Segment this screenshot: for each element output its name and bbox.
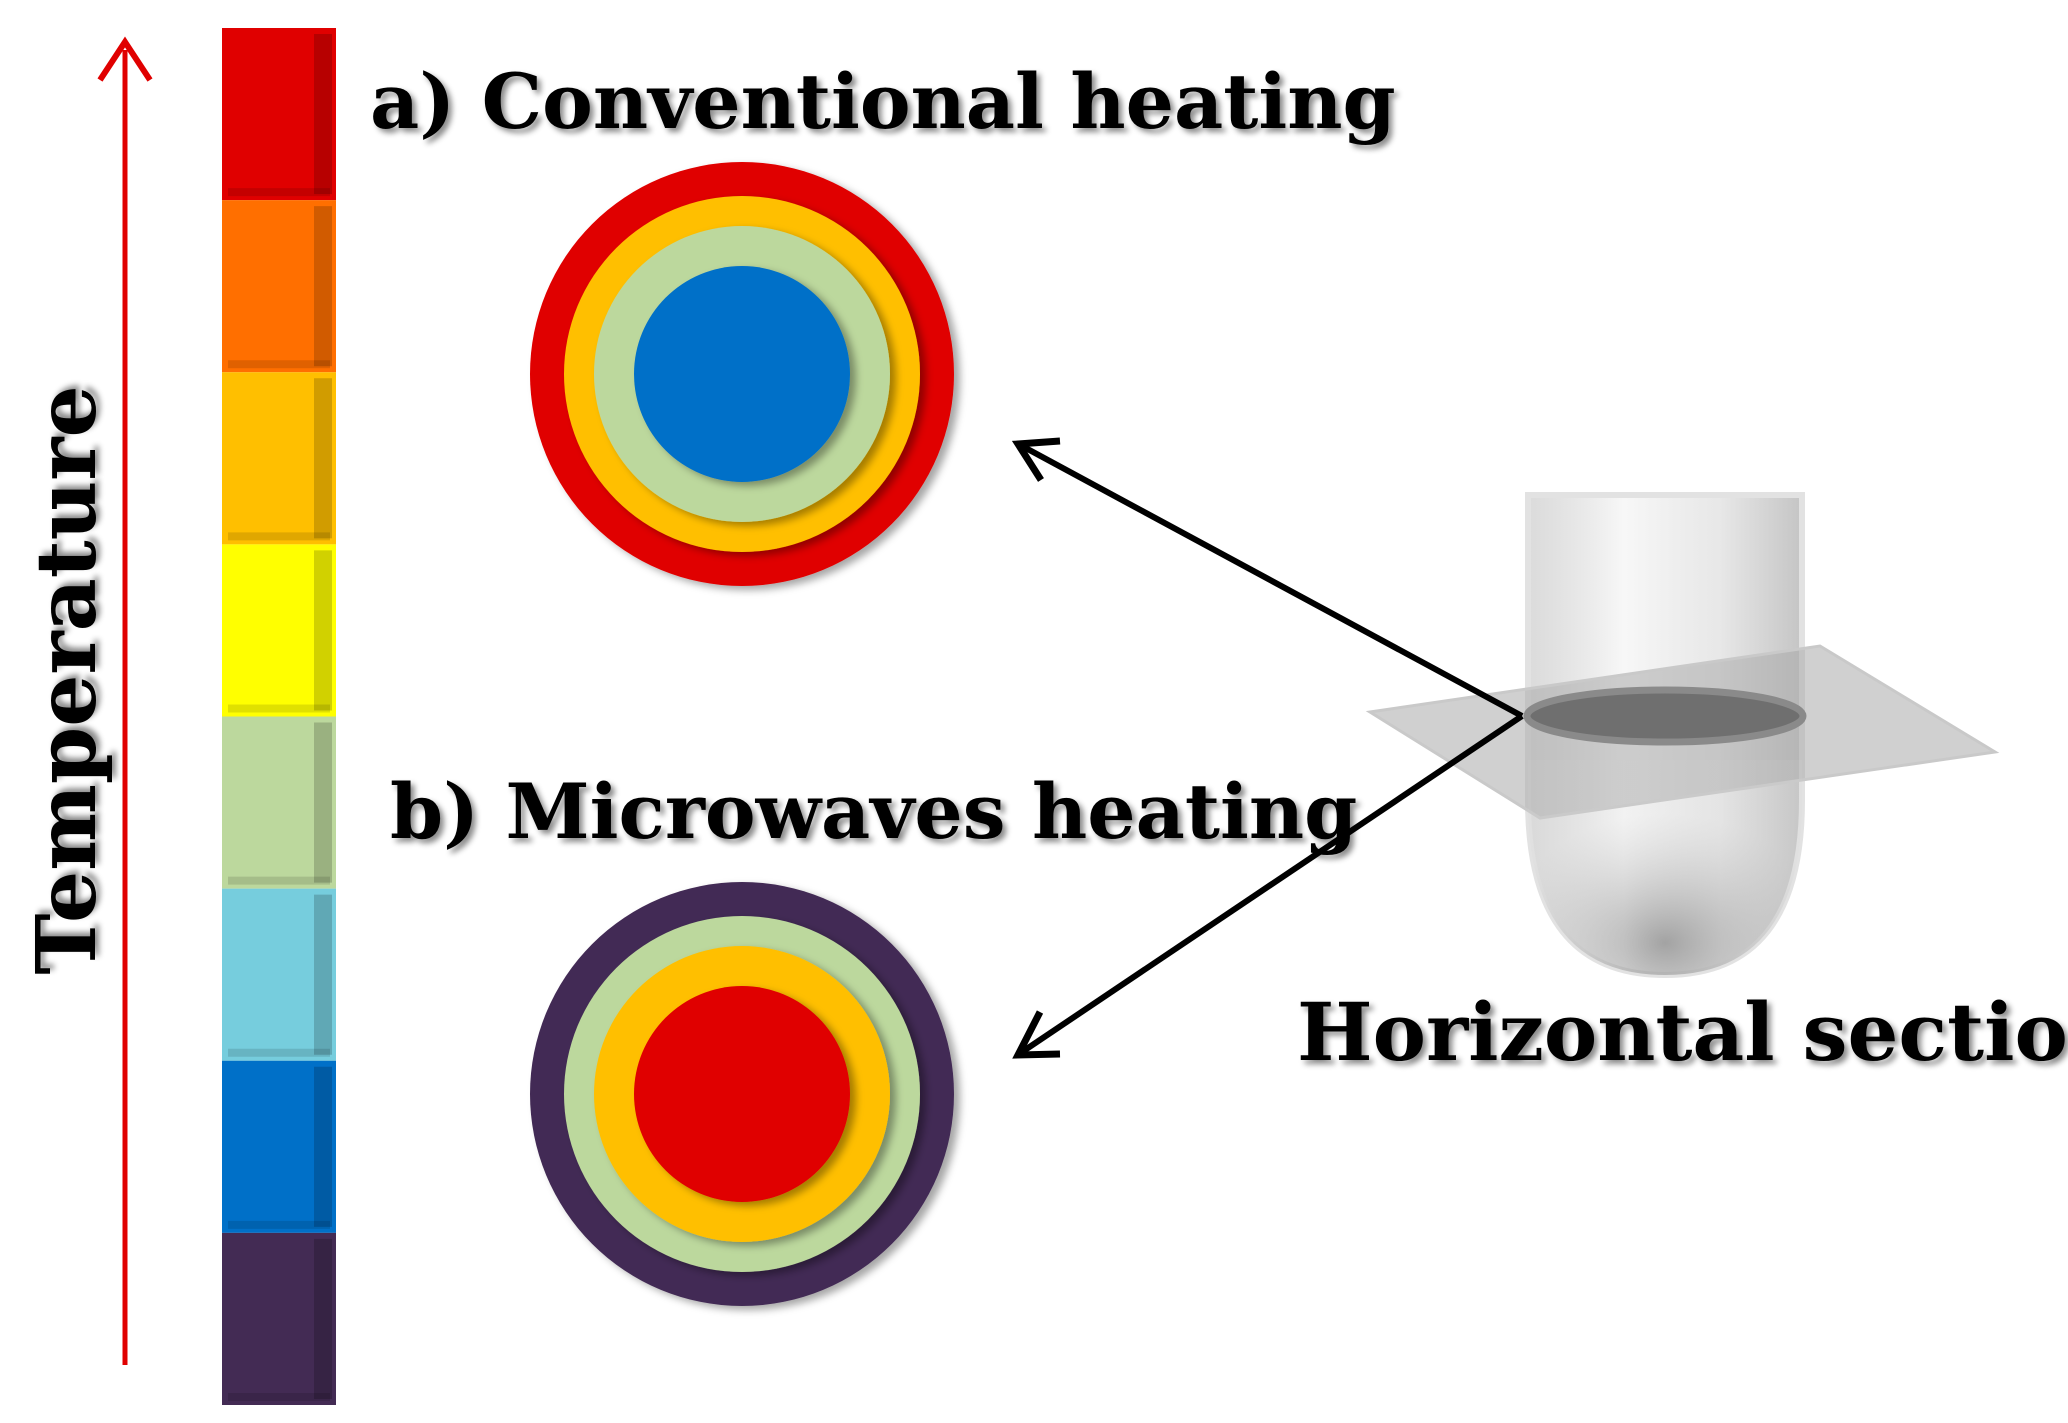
color-scale-segment xyxy=(222,544,336,717)
color-scale-segment-bevel xyxy=(228,188,330,197)
color-scale-segment xyxy=(222,1060,336,1233)
section-ellipse xyxy=(1523,686,1807,746)
color-scale-segment-bevel xyxy=(228,1048,330,1057)
color-scale-segment-bevel xyxy=(228,704,330,713)
heating-ring xyxy=(634,266,850,482)
color-scale-segment xyxy=(222,716,336,889)
temperature-color-scale xyxy=(222,28,336,1405)
color-scale-segment xyxy=(222,200,336,373)
color-scale-segment xyxy=(222,888,336,1061)
conventional-heating-rings xyxy=(530,162,954,586)
horizontal-section-label: Horizontal section xyxy=(1297,985,2068,1079)
color-scale-segment-shade xyxy=(314,550,332,711)
color-scale-segment-shade xyxy=(314,1066,332,1227)
color-scale-segment xyxy=(222,1232,336,1405)
pointer-arrow-b xyxy=(1012,713,1524,1059)
microwaves-heating-label: b) Microwaves heating xyxy=(390,767,1357,856)
color-scale-segment-shade xyxy=(314,894,332,1055)
temperature-arrow xyxy=(97,36,153,1365)
color-scale-segment-shade xyxy=(314,722,332,883)
microwaves-heating-rings xyxy=(530,882,954,1306)
color-scale-segment-bevel xyxy=(228,1220,330,1229)
color-scale-segment-bevel xyxy=(228,876,330,885)
color-scale-segment-shade xyxy=(314,206,332,367)
color-scale-segment-shade xyxy=(314,378,332,539)
color-scale-segment-bevel xyxy=(228,532,330,541)
color-scale-segment-shade xyxy=(314,1238,332,1399)
temperature-axis-label: Temperature xyxy=(19,385,115,974)
heating-ring xyxy=(634,986,850,1202)
conventional-heating-label: a) Conventional heating xyxy=(370,57,1396,146)
color-scale-segment xyxy=(222,372,336,545)
color-scale-segment-shade xyxy=(314,34,332,195)
test-tube-front xyxy=(1528,760,1802,975)
color-scale-segment-bevel xyxy=(228,360,330,369)
color-scale-segment xyxy=(222,28,336,201)
color-scale-segment-bevel xyxy=(228,1393,330,1401)
pointer-arrow-a xyxy=(1011,437,1524,719)
